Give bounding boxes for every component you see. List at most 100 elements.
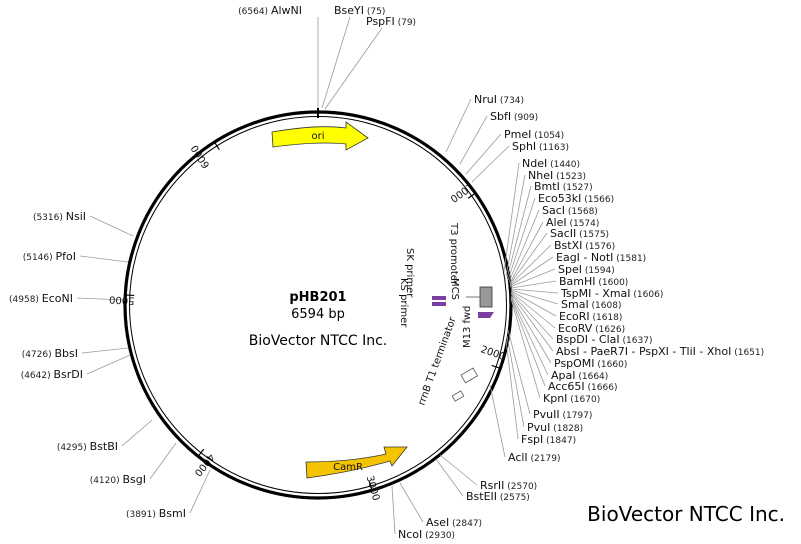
site-lead-line xyxy=(507,329,531,415)
restriction-site-label: (5146) PfoI xyxy=(23,250,76,263)
site-lead-line xyxy=(507,197,536,281)
site-name: BstEII xyxy=(466,490,497,503)
site-lead-line xyxy=(149,442,177,480)
site-name: SbfI xyxy=(490,110,511,123)
site-position: (1440) xyxy=(547,160,580,170)
site-name: BmtI xyxy=(534,180,560,193)
site-position: (1054) xyxy=(531,131,564,141)
site-name: AleI xyxy=(546,216,567,229)
terminator-box-2 xyxy=(451,390,465,402)
site-lead-line xyxy=(189,469,211,514)
restriction-site-label: SacII (1575) xyxy=(550,227,609,240)
site-name: NsiI xyxy=(66,210,86,223)
site-name: BsrDI xyxy=(53,368,83,381)
site-position: (1163) xyxy=(536,143,569,153)
site-position: (1618) xyxy=(590,313,623,323)
site-name: EcoRV xyxy=(558,322,593,335)
restriction-site-label: PspOMI (1660) xyxy=(554,357,627,370)
site-name: PspFI xyxy=(366,15,395,28)
restriction-site-label: AseI (2847) xyxy=(426,516,482,529)
restriction-site-label: SacI (1568) xyxy=(542,204,598,217)
site-position: (1574) xyxy=(567,219,600,229)
site-position: (79) xyxy=(395,18,416,28)
restriction-site-label: EcoRI (1618) xyxy=(559,310,622,323)
t3-promoter-label: T3 promoter xyxy=(448,222,459,286)
site-lead-line xyxy=(439,454,478,486)
restriction-site-label: EagI - NotI (1581) xyxy=(556,251,646,264)
site-name: BamHI xyxy=(559,275,596,288)
tick-mark xyxy=(491,364,500,369)
site-position: (1847) xyxy=(543,436,576,446)
site-name: SacII xyxy=(550,227,576,240)
restriction-site-label: AbsI - PaeR7I - PspXI - TliI - XhoI (165… xyxy=(556,345,764,358)
site-position: (1606) xyxy=(631,290,664,300)
site-position: (3891) xyxy=(126,510,159,520)
tick-label: 1000 xyxy=(448,180,475,204)
site-lead-line xyxy=(510,297,546,387)
site-name: EagI - NotI xyxy=(556,251,613,264)
restriction-site-label: RsrII (2570) xyxy=(480,479,537,492)
site-lead-line xyxy=(505,339,519,440)
sk-primer-mark xyxy=(432,296,446,300)
site-position: (2570) xyxy=(504,482,537,492)
site-position: (1523) xyxy=(553,172,586,182)
site-lead-line xyxy=(510,295,552,364)
site-lead-line xyxy=(324,27,383,110)
site-lead-line xyxy=(391,485,396,535)
tick-mark xyxy=(198,448,205,456)
site-name: TspMI - XmaI xyxy=(560,287,631,300)
site-lead-line xyxy=(321,16,351,109)
site-name: RsrII xyxy=(480,479,504,492)
site-position: (1828) xyxy=(550,424,583,434)
site-name: BsgI xyxy=(122,473,146,486)
site-position: (1575) xyxy=(576,230,609,240)
site-lead-line xyxy=(435,458,464,497)
tick-mark xyxy=(368,481,373,490)
site-name: FspI xyxy=(521,433,543,446)
site-lead-line xyxy=(399,482,424,523)
restriction-site-label: PmeI (1054) xyxy=(504,128,564,141)
site-position: (734) xyxy=(497,96,524,106)
site-position: (909) xyxy=(511,113,538,123)
restriction-site-label: (5316) NsiI xyxy=(33,210,86,223)
m13-primer-mark xyxy=(478,312,494,318)
site-position: (2847) xyxy=(449,519,482,529)
site-position: (1666) xyxy=(585,383,618,393)
site-name: NcoI xyxy=(398,528,422,541)
site-name: NheI xyxy=(528,169,553,182)
site-position: (1581) xyxy=(613,254,646,264)
site-name: AlwNI xyxy=(271,4,302,17)
site-position: (1576) xyxy=(582,242,615,252)
site-lead-line xyxy=(505,174,526,277)
site-position: (6564) xyxy=(238,7,271,17)
site-lead-line xyxy=(509,256,554,287)
site-position: (1637) xyxy=(620,336,653,346)
site-lead-line xyxy=(508,209,540,283)
site-lead-line xyxy=(510,288,559,294)
restriction-site-label: Acc65I (1666) xyxy=(548,380,617,393)
site-lead-line xyxy=(81,347,129,354)
restriction-site-label: AleI (1574) xyxy=(546,216,599,229)
terminator-box-1 xyxy=(460,367,479,384)
restriction-site-label: PvuI (1828) xyxy=(527,421,583,434)
restriction-site-label: EcoRV (1626) xyxy=(558,322,625,335)
site-position: (4295) xyxy=(57,443,90,453)
site-position: (1608) xyxy=(589,301,622,311)
restriction-site-label: (4958) EcoNI xyxy=(9,292,73,305)
site-position: (5146) xyxy=(23,253,56,263)
restriction-site-label: SmaI (1608) xyxy=(561,298,621,311)
site-position: (1664) xyxy=(576,372,609,382)
restriction-site-label: FspI (1847) xyxy=(521,433,576,446)
site-name: SpeI xyxy=(558,263,582,276)
restriction-site-label: BspDI - ClaI (1637) xyxy=(556,333,652,346)
restriction-site-label: (4295) BstBI xyxy=(57,440,118,453)
site-lead-line xyxy=(121,419,153,447)
ori-label: ori xyxy=(311,131,324,142)
restriction-site-label: BstXI (1576) xyxy=(554,239,615,252)
restriction-site-label: NcoI (2930) xyxy=(398,528,455,541)
site-name: BseYI xyxy=(334,4,364,17)
site-position: (1568) xyxy=(565,207,598,217)
site-lead-line xyxy=(79,255,129,263)
tick-mark xyxy=(467,193,475,199)
